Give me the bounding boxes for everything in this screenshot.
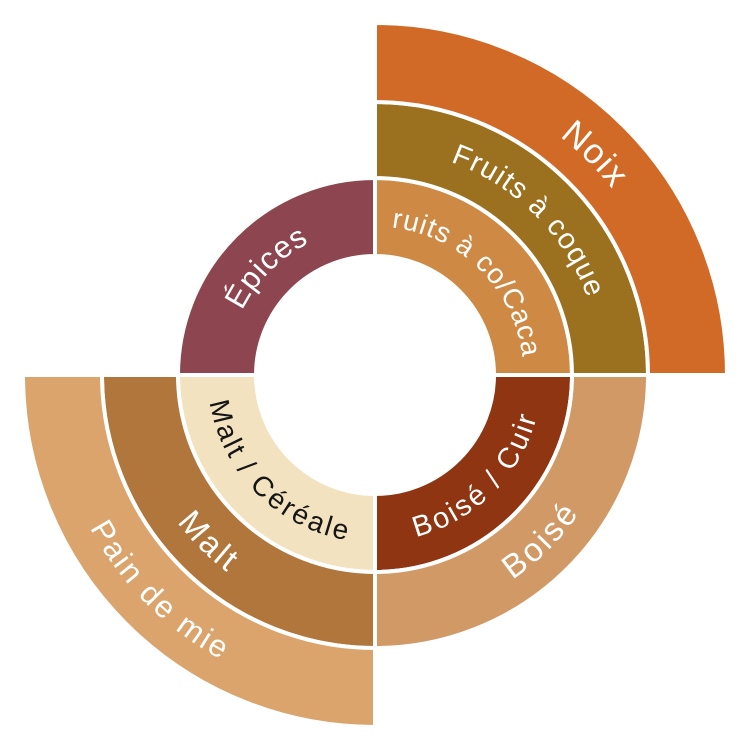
segment-noix	[373, 21, 729, 377]
segment-boise	[373, 373, 650, 650]
segment-epices	[176, 176, 377, 377]
segment-pain-de-mie	[21, 373, 377, 729]
